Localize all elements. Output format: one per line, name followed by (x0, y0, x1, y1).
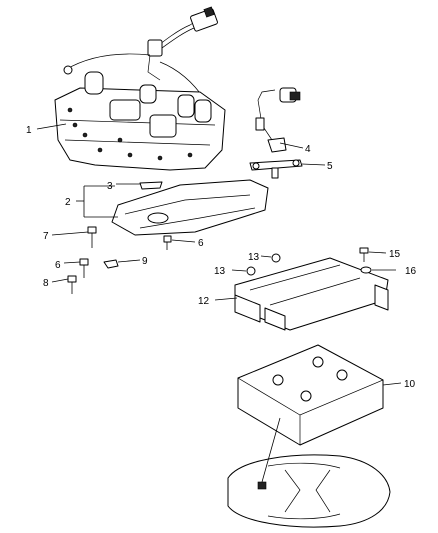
callout-8: 8 (43, 278, 49, 289)
callout-5: 5 (327, 161, 333, 172)
bracket (249, 159, 303, 179)
bolt-15 (359, 247, 369, 262)
module-bracket (234, 257, 389, 331)
callout-6-a: 6 (198, 238, 204, 249)
nut-13b (246, 266, 256, 276)
callout-7: 7 (43, 231, 49, 242)
bolt-6a (163, 235, 172, 250)
callout-16: 16 (405, 266, 417, 277)
valve-body-assembly (54, 6, 226, 171)
callout-4: 4 (305, 144, 311, 155)
control-module (237, 344, 384, 446)
callout-10: 10 (404, 379, 416, 390)
bolt-6b (79, 258, 89, 278)
callout-13-b: 13 (214, 266, 226, 277)
bolt-7 (87, 226, 97, 248)
clamp-9 (103, 259, 119, 269)
callout-15: 15 (389, 249, 401, 260)
vehicle-outline (227, 454, 391, 528)
nut-13a (271, 253, 281, 263)
leader-lines (36, 123, 402, 483)
callout-13-a: 13 (248, 252, 260, 263)
sensor-harness (255, 87, 301, 153)
callout-6-b: 6 (55, 260, 61, 271)
bolt-8 (67, 275, 77, 294)
callout-3: 3 (107, 181, 113, 192)
washer-16 (360, 266, 372, 274)
clip (139, 181, 163, 190)
callout-1: 1 (26, 125, 32, 136)
callout-9: 9 (142, 256, 148, 267)
callout-12: 12 (198, 296, 210, 307)
callout-2: 2 (65, 197, 71, 208)
oil-filter (111, 179, 269, 236)
